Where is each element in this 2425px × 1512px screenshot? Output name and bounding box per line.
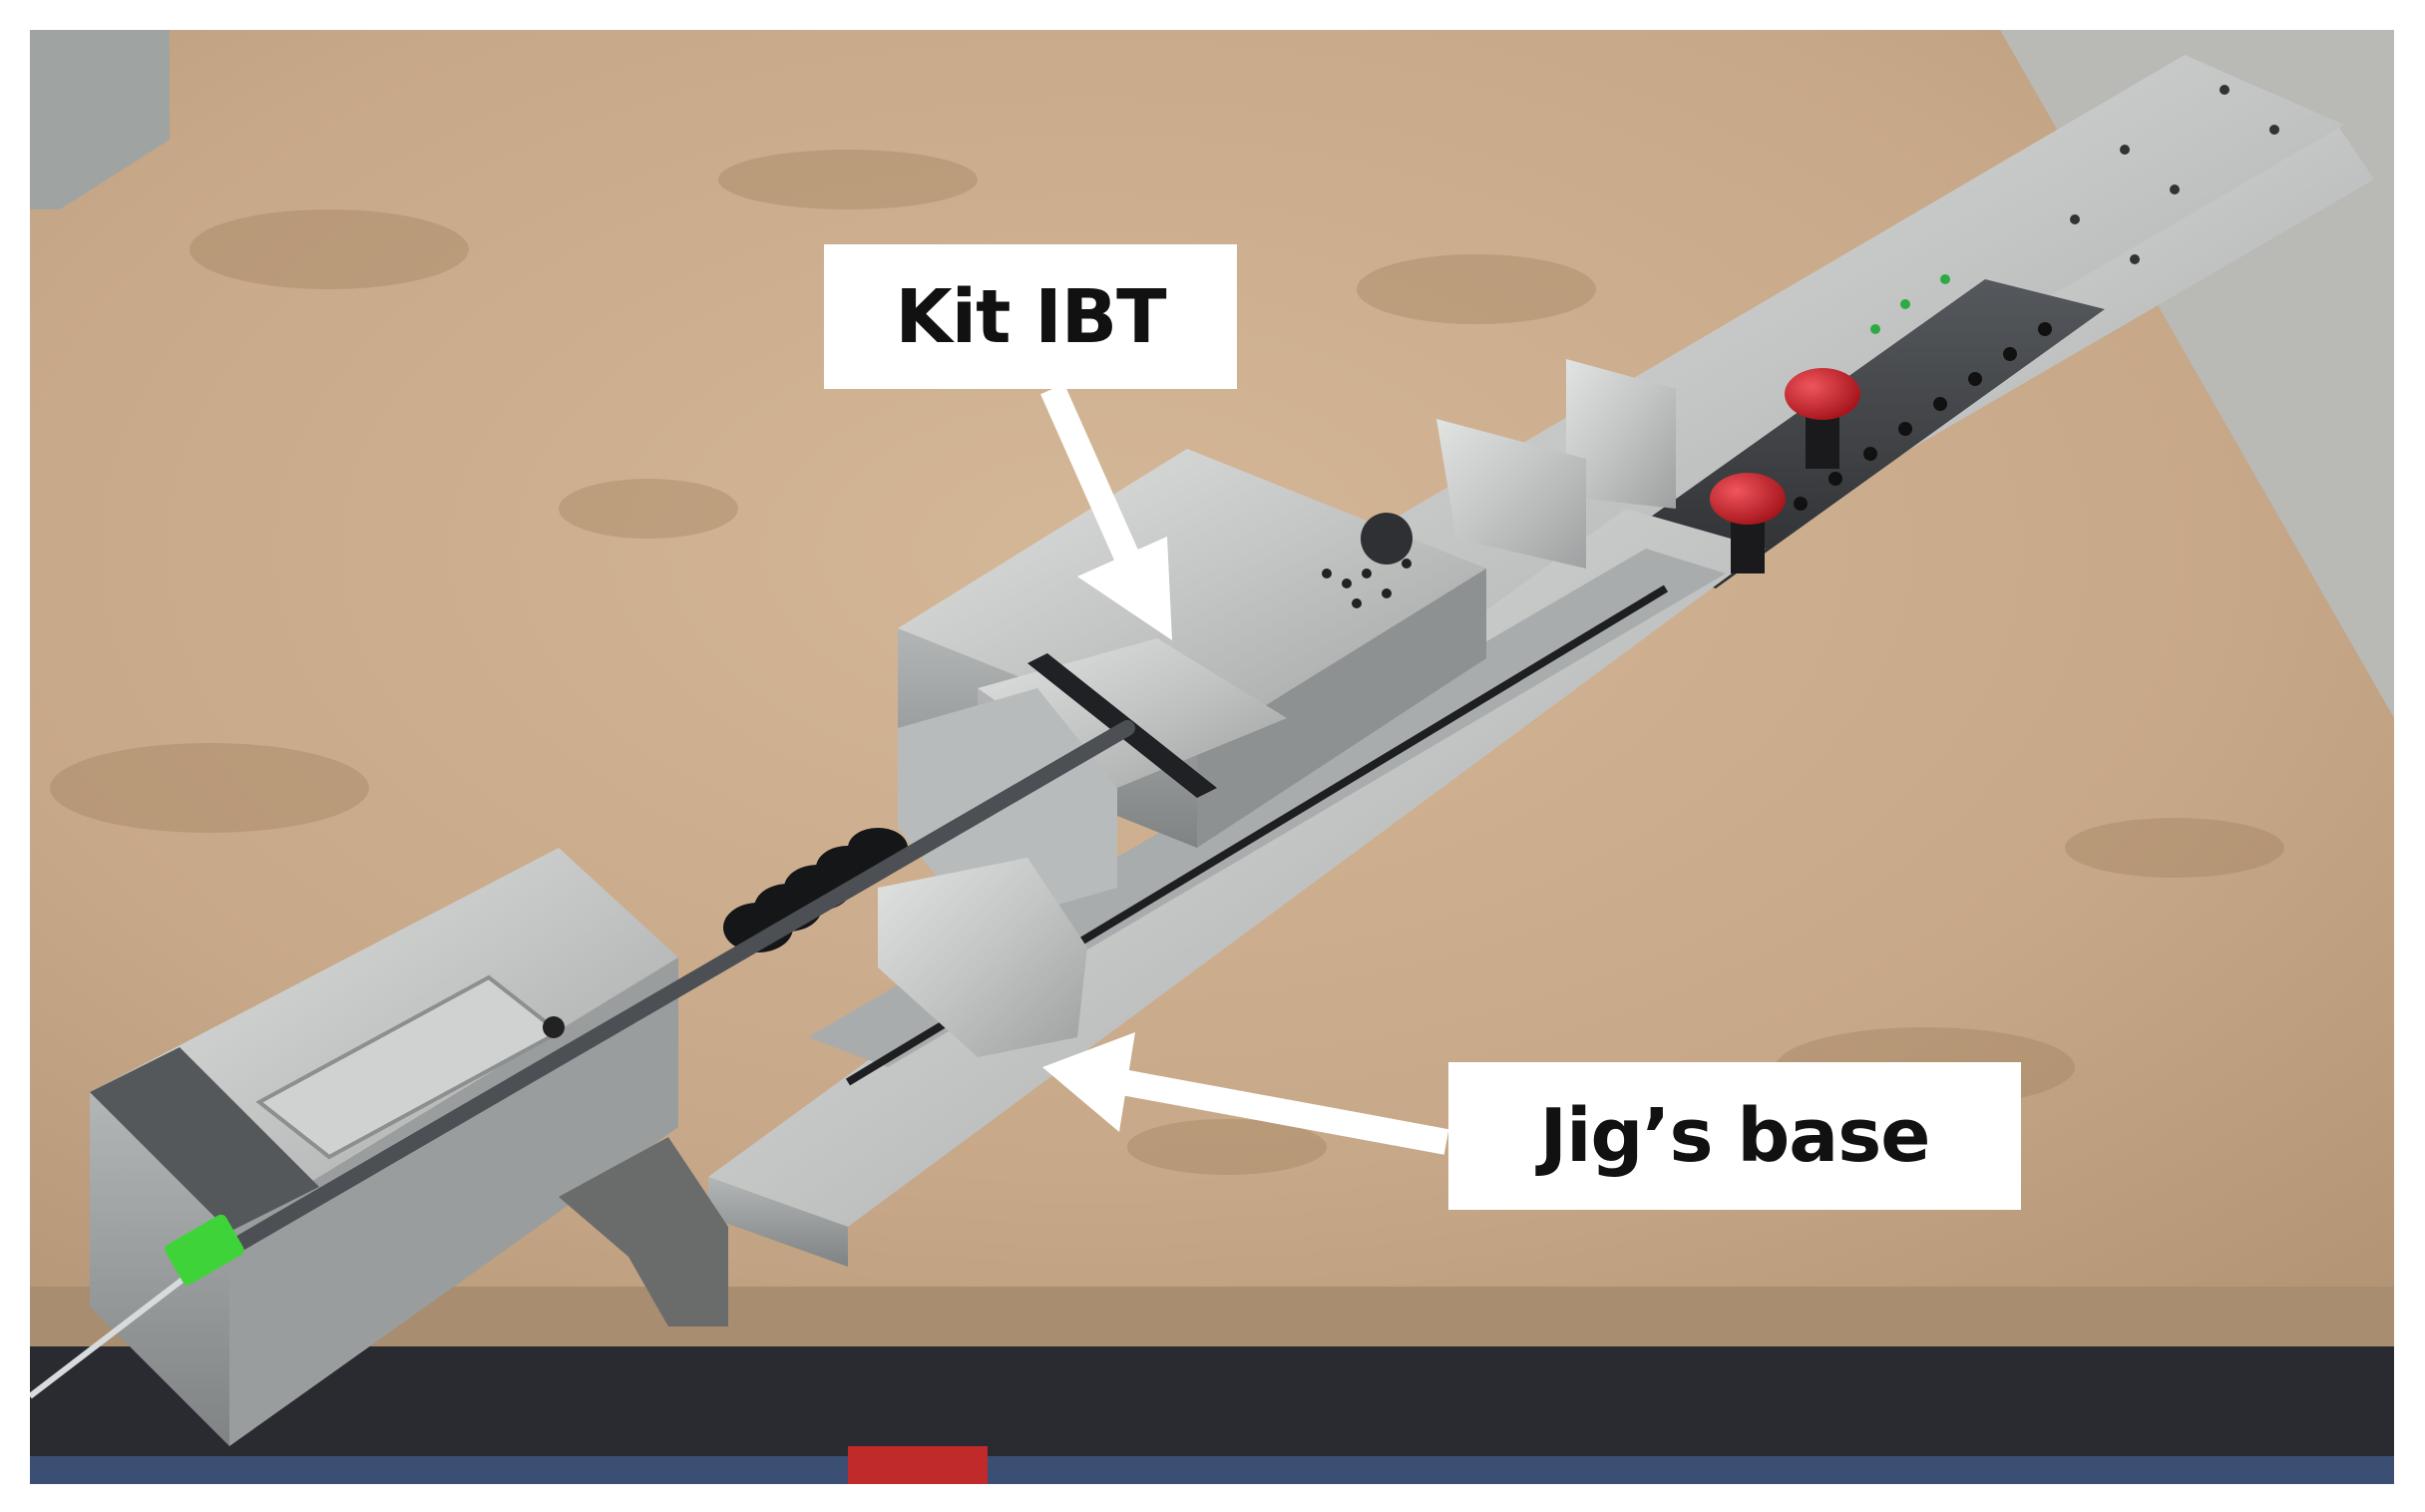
arrow-base [1042, 1032, 1449, 1155]
arrow-kit [1040, 383, 1172, 640]
cable [192, 720, 1135, 1275]
nose-block [878, 858, 1087, 1057]
carriage-holes [1322, 559, 1412, 608]
left-block-front [90, 1092, 229, 1446]
end-plate-holes [2070, 85, 2279, 264]
rail-marks [1870, 274, 1950, 334]
left-dark-end [90, 1047, 319, 1232]
stop-button-1 [1785, 368, 1860, 469]
left-block-side [229, 957, 678, 1446]
screw [543, 1016, 565, 1038]
callout-kit-ibt-text: Kit IBT [895, 273, 1166, 360]
callout-kit-ibt: Kit IBT [824, 244, 1237, 389]
knob [1361, 513, 1413, 565]
cable-tip [165, 1214, 244, 1286]
stop-button-2 [1710, 473, 1786, 573]
callout-jig-base-text: Jig’s base [1539, 1093, 1931, 1179]
arch-cutout [559, 1137, 728, 1326]
front-clamp [898, 688, 1117, 928]
carriage-front [1197, 568, 1486, 848]
red-object [848, 1446, 988, 1484]
upright-block [1566, 359, 1676, 509]
wire [30, 1264, 202, 1399]
bridge-block [1436, 419, 1586, 568]
callout-jig-base: Jig’s base [1448, 1062, 2021, 1210]
bench-frame [30, 1346, 2394, 1456]
cabinet [30, 30, 170, 209]
lower-base-side [708, 1177, 848, 1267]
plate-holes [1794, 322, 2052, 511]
bench-lower [30, 1456, 2394, 1484]
